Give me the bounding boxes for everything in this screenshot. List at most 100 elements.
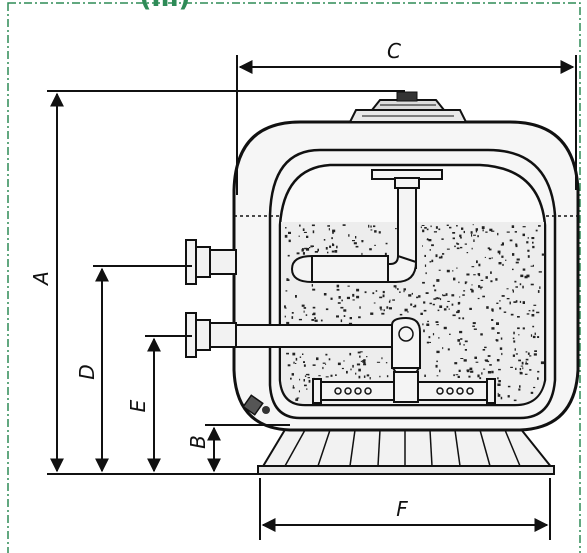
- sand-grain: [348, 322, 353, 325]
- sand-grain: [498, 380, 501, 383]
- sand-grain: [466, 273, 470, 276]
- sand-grain: [457, 302, 460, 305]
- sand-grain: [306, 235, 309, 238]
- sand-grain: [501, 352, 503, 356]
- sand-grain: [522, 233, 525, 237]
- sand-grain: [363, 361, 366, 364]
- sand-grain: [303, 307, 307, 309]
- sand-grain: [393, 285, 397, 288]
- sand-grain: [484, 256, 486, 258]
- sand-grain: [456, 243, 460, 245]
- sand-grain: [510, 366, 513, 368]
- sand-grain: [385, 242, 388, 245]
- sand-grain: [519, 372, 523, 375]
- sand-grain: [515, 243, 518, 246]
- sand-grain: [373, 302, 376, 304]
- sand-grain: [420, 226, 422, 229]
- sand-grain: [331, 237, 333, 240]
- sand-grain: [515, 367, 517, 370]
- sand-grain: [424, 227, 427, 229]
- sand-grain: [296, 252, 300, 255]
- sand-grain: [487, 355, 491, 357]
- sand-grain: [327, 251, 329, 254]
- sand-grain: [303, 361, 305, 363]
- sand-grain: [284, 305, 286, 308]
- sand-grain: [531, 237, 535, 240]
- sand-grain: [455, 374, 459, 376]
- sand-grain: [452, 232, 456, 234]
- sand-grain: [491, 230, 495, 232]
- sand-grain: [343, 360, 345, 362]
- sand-grain: [519, 300, 522, 303]
- sand-grain: [464, 349, 467, 351]
- sand-speckles: [284, 224, 545, 402]
- sand-grain: [323, 239, 326, 241]
- sand-grain: [464, 281, 467, 285]
- sand-grain: [338, 296, 341, 299]
- sand-grain: [442, 294, 443, 296]
- sand-grain: [441, 238, 444, 240]
- sand-grain: [298, 390, 300, 393]
- sand-grain: [447, 300, 450, 302]
- sand-grain: [285, 227, 287, 229]
- sand-grain: [363, 375, 366, 378]
- sand-grain: [358, 375, 361, 379]
- sand-grain: [509, 301, 511, 305]
- sand-grain: [471, 234, 473, 237]
- sand-grain: [454, 362, 458, 365]
- sand-grain: [507, 385, 511, 388]
- sand-grain: [495, 278, 498, 281]
- sand-grain: [534, 332, 536, 335]
- sand-grain: [538, 271, 542, 273]
- sand-grain: [460, 338, 463, 340]
- sand-grain: [499, 300, 501, 302]
- sand-grain: [530, 265, 533, 267]
- sand-grain: [368, 224, 370, 228]
- sand-grain: [379, 375, 381, 378]
- drain-valve: [242, 394, 270, 416]
- sand-grain: [305, 373, 310, 376]
- sand-grain: [412, 306, 416, 308]
- sand-grain: [530, 283, 534, 286]
- sand-grain: [500, 244, 504, 246]
- sand-grain: [482, 295, 485, 298]
- sand-grain: [527, 352, 530, 355]
- sand-grain: [509, 239, 513, 242]
- sand-grain: [346, 370, 348, 374]
- sand-grain: [485, 359, 488, 362]
- sand-grain: [527, 249, 530, 252]
- sand-grain: [422, 281, 425, 284]
- sand-grain: [374, 244, 376, 246]
- sand-grain: [411, 292, 413, 295]
- sand-grain: [489, 364, 492, 366]
- sand-grain: [505, 259, 507, 261]
- sand-grain: [459, 237, 462, 239]
- sand-grain: [298, 235, 300, 237]
- tank-lid: [348, 91, 468, 123]
- sand-grain: [526, 274, 530, 278]
- sand-grain: [307, 377, 310, 379]
- sand-grain: [442, 294, 446, 297]
- sand-grain: [359, 355, 361, 358]
- sand-grain: [524, 373, 528, 375]
- sand-grain: [435, 297, 437, 299]
- sand-grain: [464, 243, 467, 245]
- sand-grain: [487, 360, 490, 363]
- sand-grain: [306, 388, 308, 390]
- sand-grain: [420, 312, 423, 315]
- sand-grain: [288, 279, 290, 281]
- sand-grain: [439, 305, 443, 308]
- sand-grain: [388, 307, 392, 310]
- sand-grain: [457, 339, 460, 342]
- sand-grain: [522, 301, 525, 304]
- sand-grain: [532, 309, 535, 312]
- sand-grain: [336, 288, 340, 291]
- sand-grain: [440, 255, 443, 259]
- dimension-f: F: [259, 478, 551, 540]
- sand-grain: [457, 375, 460, 378]
- sand-grain: [529, 355, 532, 357]
- collector-pipe: [235, 316, 496, 404]
- sand-grain: [471, 289, 474, 293]
- sand-grain: [427, 320, 429, 323]
- sand-grain: [480, 333, 483, 336]
